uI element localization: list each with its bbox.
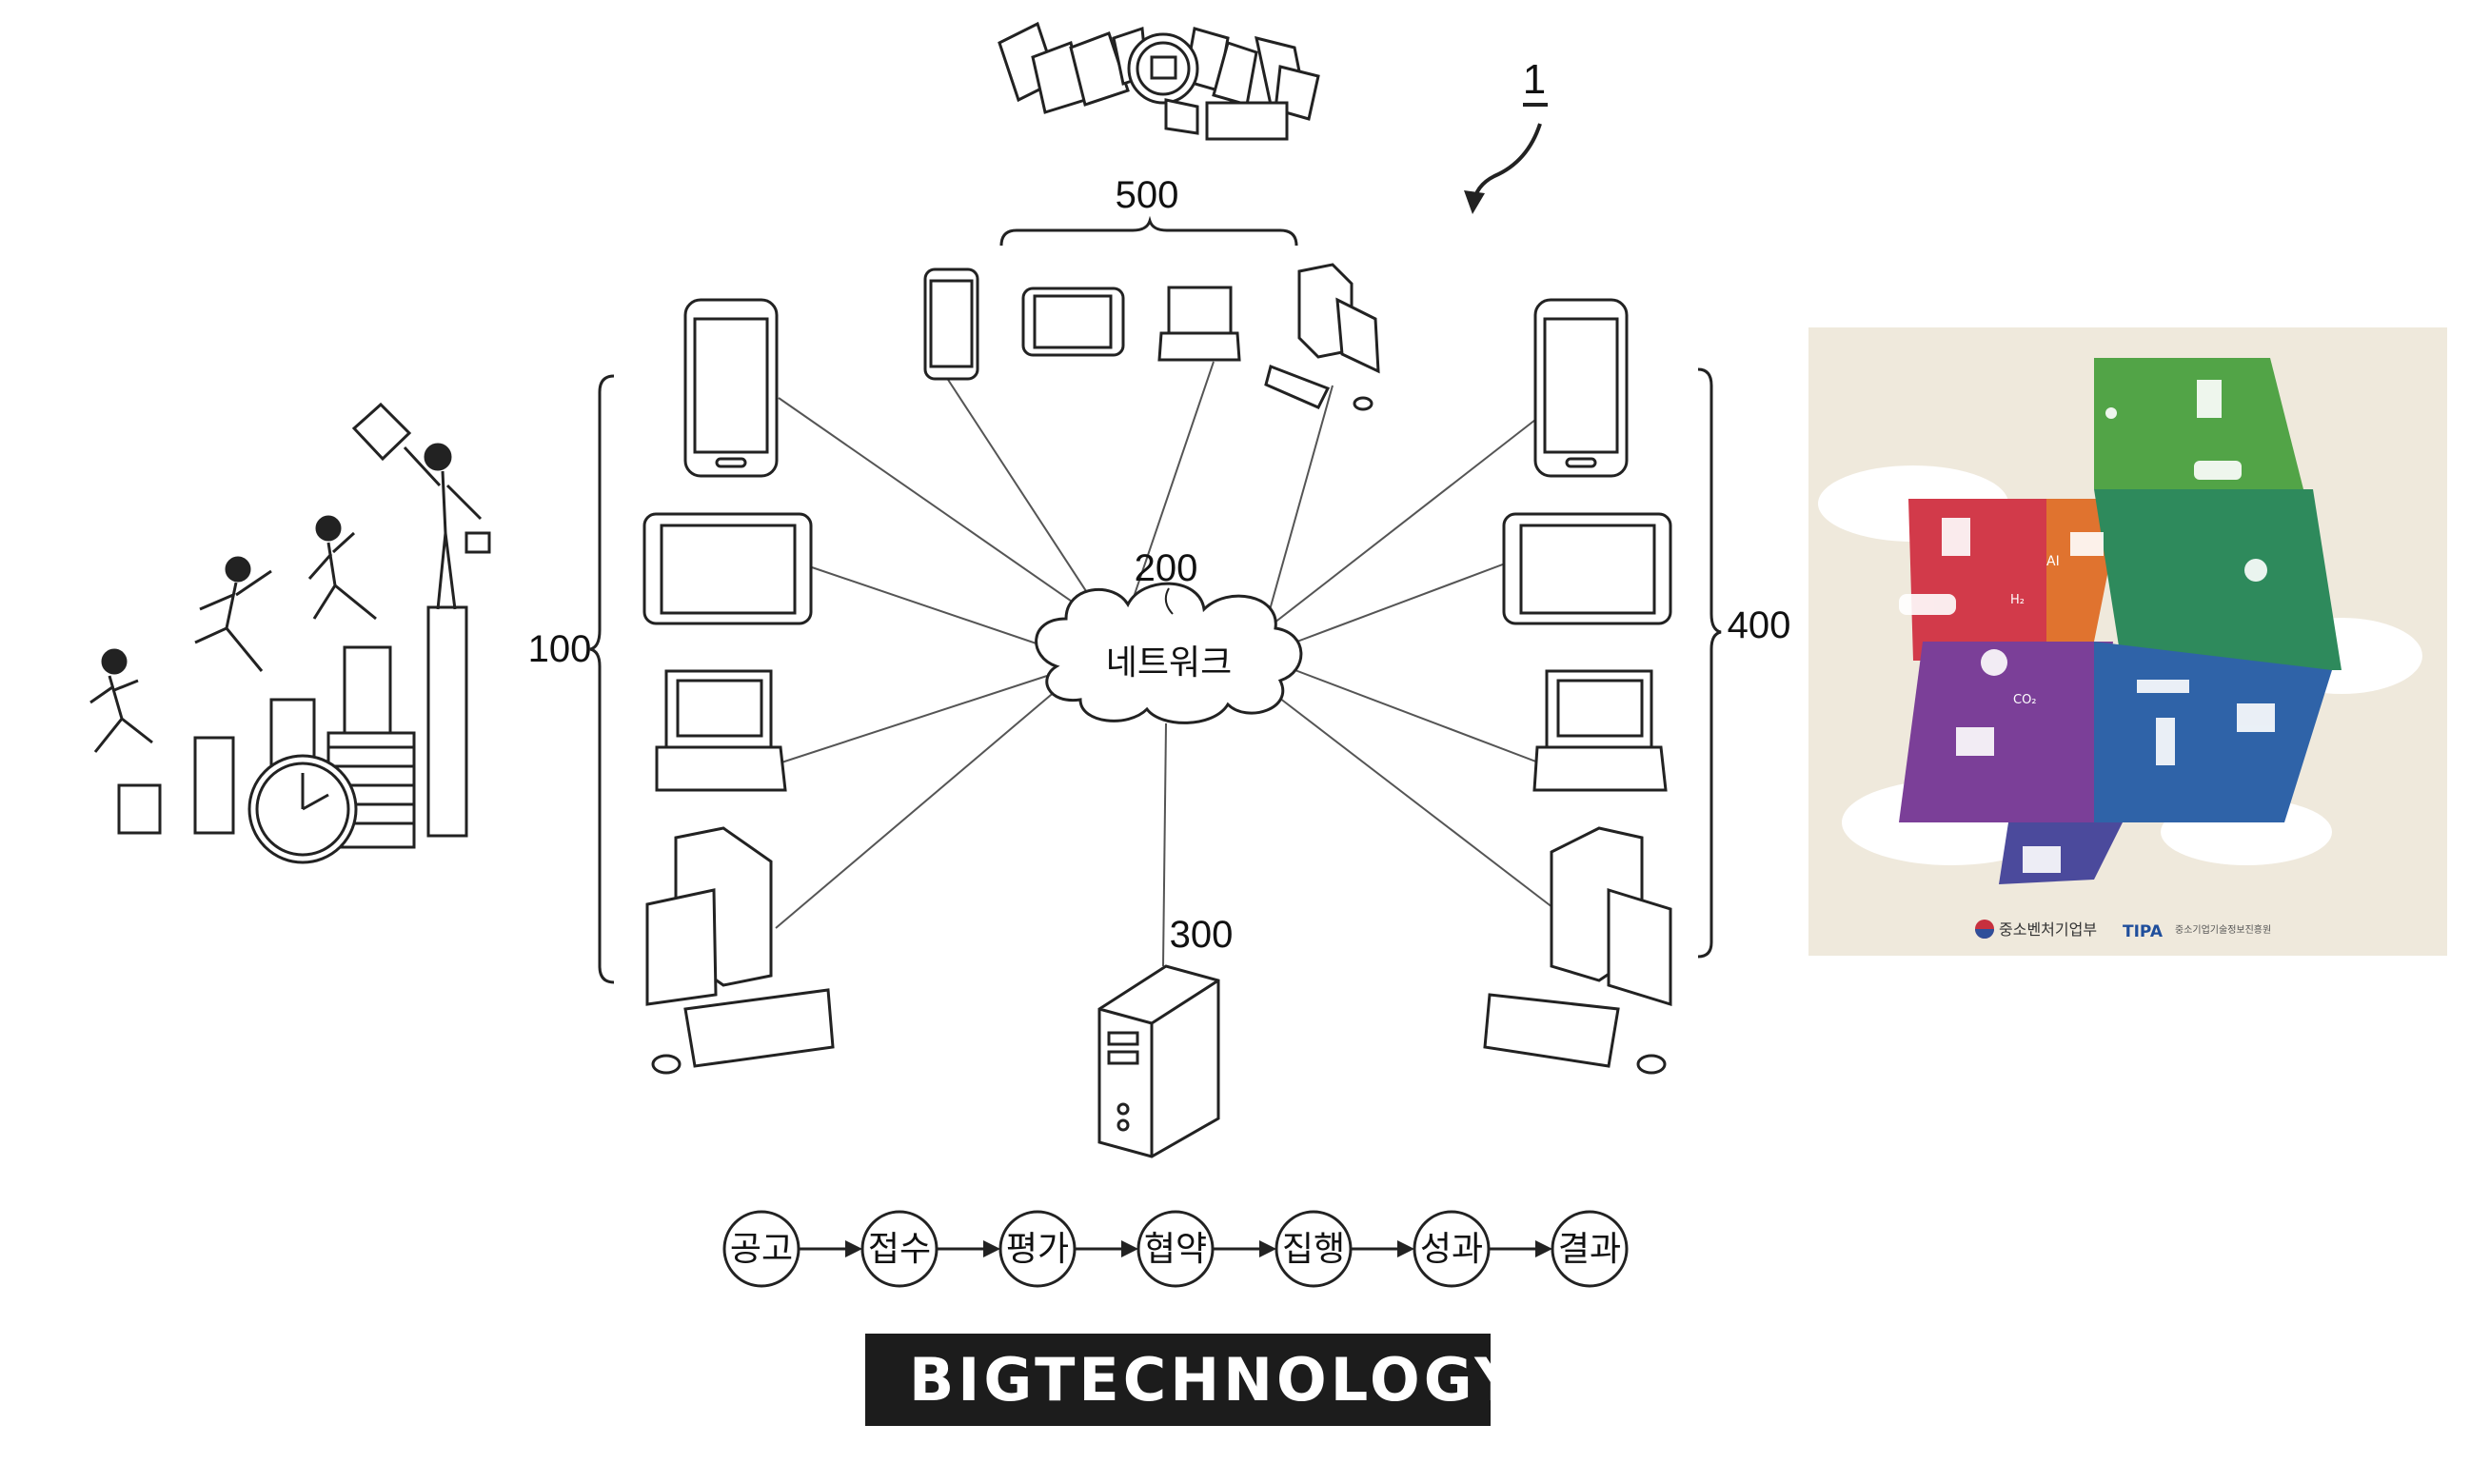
- poster-h2-label: H₂: [2010, 593, 2025, 607]
- desktop-computer-icon: [1264, 263, 1380, 411]
- process-arrowhead: [1397, 1240, 1414, 1257]
- process-arrowhead: [1535, 1240, 1552, 1257]
- system-label: 1: [1523, 56, 1546, 103]
- server-tower-icon: [1097, 964, 1220, 1158]
- connection-lines: [775, 361, 1562, 967]
- document-search-icon: [998, 21, 1320, 141]
- process-arrowhead: [845, 1240, 862, 1257]
- group-500-brace: [999, 215, 1298, 247]
- desktop-computer-icon: [645, 826, 835, 1075]
- laptop-icon: [1157, 286, 1241, 362]
- person-icon: [89, 402, 491, 753]
- ministry-name: 중소벤처기업부: [1999, 920, 2097, 939]
- phone-icon: [683, 298, 779, 478]
- tablet-icon: [642, 512, 813, 625]
- poster-co2-label: CO₂: [2013, 693, 2037, 707]
- tipa-name: 중소기업기술정보진흥원: [2175, 923, 2271, 936]
- process-arrowhead: [983, 1240, 1000, 1257]
- poster-icons: [1899, 380, 2275, 873]
- process-step-label: 결과: [1558, 1230, 1621, 1269]
- poster-blue: [2094, 642, 2332, 822]
- clock-icon: [247, 754, 358, 864]
- process-step-circle: [1551, 1210, 1629, 1288]
- phone-icon: [1533, 298, 1629, 478]
- brand-banner: BIGTECHNOLOGY: [865, 1334, 1517, 1426]
- poster-green-right: [2094, 489, 2342, 670]
- system-arrowhead: [1464, 190, 1485, 214]
- brand-text: BIGTECHNOLOGY: [909, 1345, 1522, 1415]
- poster-footer: 중소벤처기업부 TIPA 중소기업기술정보진흥원: [1975, 920, 2271, 941]
- tablet-icon: [1502, 512, 1672, 625]
- process-step-label: 접수: [868, 1230, 931, 1269]
- poster-illustration: AI CO₂ H₂ 중소벤처기업부 TIPA 중소기업기술정보진흥원: [1818, 358, 2422, 941]
- group-100-brace: [589, 374, 615, 984]
- server-id-label: 300: [1170, 914, 1234, 956]
- group-500-label: 500: [1116, 174, 1179, 216]
- process-arrowhead: [1259, 1240, 1276, 1257]
- process-step-label: 집행: [1282, 1230, 1345, 1269]
- process-flow: 공고 접수 평가 협약 집행 성과 결과: [722, 1210, 1629, 1288]
- laptop-icon: [1532, 669, 1668, 792]
- group-400-label: 400: [1728, 604, 1791, 646]
- phone-icon: [923, 267, 979, 381]
- tipa-logo-mark: TIPA: [2123, 922, 2164, 941]
- group-400-brace: [1697, 367, 1722, 959]
- process-arrowhead: [1121, 1240, 1138, 1257]
- tablet-icon: [1021, 287, 1125, 357]
- network-cloud: 네트워크: [1035, 582, 1303, 724]
- process-step-label: 공고: [730, 1230, 793, 1269]
- poster-ai-label: AI: [2046, 554, 2060, 569]
- system-arrow: [1472, 123, 1542, 206]
- laptop-icon: [655, 669, 787, 792]
- process-step-label: 평가: [1006, 1230, 1069, 1269]
- network-id-leader: [1164, 587, 1174, 615]
- group-100-label: 100: [528, 628, 592, 670]
- network-id-label: 200: [1135, 547, 1198, 589]
- process-step-label: 협약: [1144, 1230, 1207, 1269]
- process-step-label: 성과: [1420, 1230, 1483, 1269]
- network-label: 네트워크: [1106, 643, 1232, 683]
- poster-green-top: [2094, 358, 2303, 489]
- desktop-computer-icon: [1483, 826, 1672, 1075]
- poster-purple: [1899, 642, 2113, 822]
- tech-sector-poster: AI CO₂ H₂ 중소벤처기업부 TIPA 중소기업기술정보진흥원: [1808, 327, 2447, 956]
